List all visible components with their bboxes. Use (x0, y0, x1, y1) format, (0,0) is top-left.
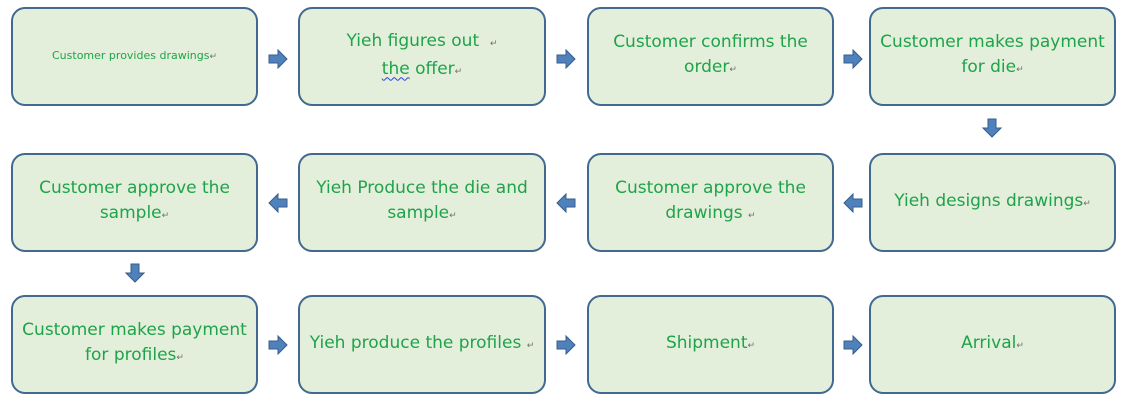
paragraph-mark: ↵ (526, 340, 535, 351)
paragraph-mark: ↵ (209, 52, 217, 62)
paragraph-mark: ↵ (747, 340, 756, 351)
arrow-left-icon (843, 193, 863, 213)
paragraph-mark: ↵ (729, 65, 737, 75)
arrow-right-icon (556, 335, 576, 355)
step-customer-provides-drawings: Customer provides drawings↵ (11, 7, 258, 106)
arrow-down-icon (982, 118, 1002, 138)
step-label: Customer approve the sample↵ (39, 178, 230, 223)
step-customer-approve-sample: Customer approve the sample↵ (11, 153, 258, 252)
paragraph-mark: ↵ (489, 38, 498, 49)
step-yieh-designs-drawings: Yieh designs drawings↵ (869, 153, 1116, 252)
paragraph-mark: ↵ (1016, 340, 1024, 351)
arrow-right-icon (843, 49, 863, 69)
step-yieh-figures-offer: Yieh figures out ↵ the offer↵ (298, 7, 546, 106)
step-shipment: Shipment↵ (587, 295, 834, 394)
step-label: Yieh produce the profiles ↵ (309, 332, 535, 353)
step-customer-pays-die: Customer makes payment for die↵ (869, 7, 1116, 106)
spellcheck-underlined-word: the (381, 58, 410, 79)
paragraph-mark: ↵ (748, 211, 756, 221)
step-label: Customer makes payment for profiles↵ (22, 320, 247, 365)
step-arrival: Arrival↵ (869, 295, 1116, 394)
step-yieh-produce-die-sample: Yieh Produce the die and sample↵ (298, 153, 546, 252)
arrow-down-icon (125, 263, 145, 283)
step-label: Customer confirms the order↵ (613, 32, 808, 77)
paragraph-mark: ↵ (449, 211, 457, 221)
paragraph-mark: ↵ (161, 211, 170, 221)
step-label: Yieh Produce the die and sample↵ (316, 178, 528, 223)
step-label: Customer makes payment for die↵ (880, 32, 1105, 77)
paragraph-mark: ↵ (1016, 65, 1024, 75)
step-label: Customer approve the drawings ↵ (615, 178, 806, 223)
paragraph-mark: ↵ (454, 66, 463, 77)
paragraph-mark: ↵ (176, 353, 184, 363)
step-label: Yieh figures out ↵ the offer↵ (346, 30, 498, 79)
arrow-left-icon (556, 193, 576, 213)
step-label: Yieh designs drawings↵ (894, 190, 1091, 211)
step-label: Shipment↵ (665, 332, 756, 353)
step-yieh-produce-profiles: Yieh produce the profiles ↵ (298, 295, 546, 394)
arrow-right-icon (843, 335, 863, 355)
step-label: Arrival↵ (961, 332, 1024, 353)
arrow-right-icon (268, 49, 288, 69)
step-customer-approve-drawings: Customer approve the drawings ↵ (587, 153, 834, 252)
arrow-right-icon (556, 49, 576, 69)
arrow-right-icon (268, 335, 288, 355)
paragraph-mark: ↵ (1083, 198, 1091, 209)
step-label: Customer provides drawings↵ (52, 49, 217, 62)
step-customer-pays-profiles: Customer makes payment for profiles↵ (11, 295, 258, 394)
arrow-left-icon (268, 193, 288, 213)
step-customer-confirms-order: Customer confirms the order↵ (587, 7, 834, 106)
